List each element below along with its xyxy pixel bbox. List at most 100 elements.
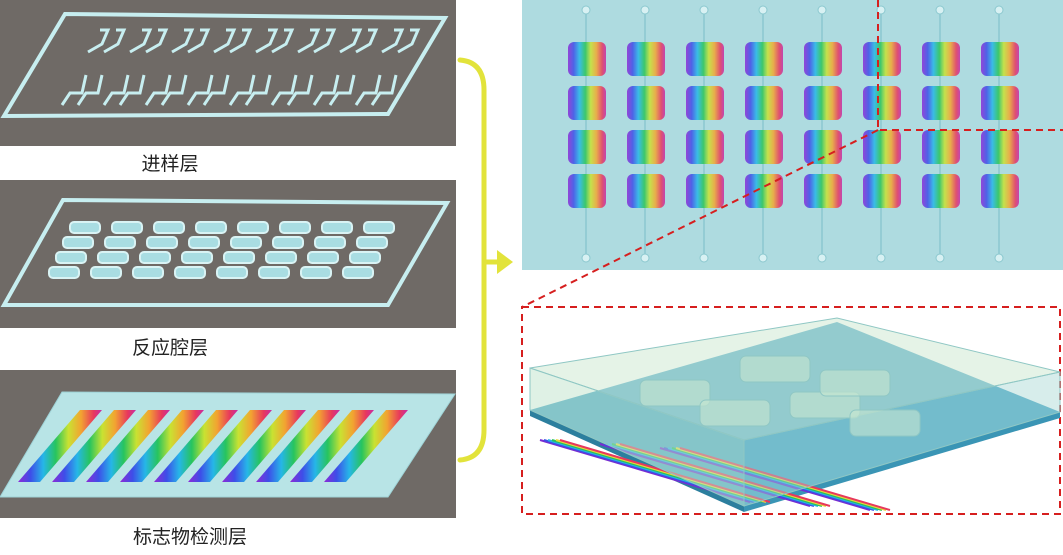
outlet-port <box>758 253 768 263</box>
sample-channel <box>339 28 363 54</box>
sample-channel <box>118 74 146 106</box>
reaction-chamber <box>321 221 353 234</box>
sample-channel <box>397 28 421 54</box>
reaction-chamber <box>258 266 290 279</box>
sample-channel <box>297 28 321 54</box>
outlet-port <box>994 253 1004 263</box>
top-chamber <box>686 174 724 208</box>
sample-channel <box>244 74 272 106</box>
outlet-port <box>699 253 709 263</box>
reaction-chamber <box>349 251 381 264</box>
sample-channel <box>229 28 253 54</box>
sample-channel <box>355 28 379 54</box>
reaction-chamber <box>300 266 332 279</box>
top-chamber <box>686 130 724 164</box>
reaction-chamber <box>279 221 311 234</box>
detection-stripe <box>18 410 102 482</box>
reaction-chamber <box>139 251 171 264</box>
reaction-chamber <box>272 236 304 249</box>
sample-channel <box>255 28 279 54</box>
sample-layer-label: 进样层 <box>141 153 199 175</box>
merge-bracket <box>457 57 503 463</box>
top-chamber <box>922 174 960 208</box>
detection-stripe <box>120 410 204 482</box>
top-chamber <box>686 86 724 120</box>
zoom-chamber <box>849 409 921 437</box>
sample-channel <box>313 28 337 54</box>
sample-channel <box>286 74 314 106</box>
reaction-chamber <box>62 236 94 249</box>
top-chamber <box>568 130 606 164</box>
sample-channel <box>160 74 188 106</box>
zoom-chamber <box>699 399 771 427</box>
reaction-chamber <box>146 236 178 249</box>
reaction-chamber <box>265 251 297 264</box>
reaction-chamber <box>104 236 136 249</box>
detection-stripe <box>290 410 374 482</box>
detection-stripe <box>256 410 340 482</box>
zoomed-3d-view <box>529 317 1061 512</box>
detection-stripe <box>52 410 136 482</box>
detection-stripe <box>154 410 238 482</box>
top-chamber <box>627 130 665 164</box>
sample-layer-panel <box>0 0 456 146</box>
sample-channel <box>354 74 382 106</box>
top-chamber <box>745 174 783 208</box>
sample-channel <box>129 28 153 54</box>
outlet-port <box>817 253 827 263</box>
top-chamber <box>981 42 1019 76</box>
reaction-chamber <box>55 251 87 264</box>
sample-channel <box>145 28 169 54</box>
reaction-chamber <box>307 251 339 264</box>
top-chamber <box>863 130 901 164</box>
assembled-chip-top-view <box>522 0 1063 270</box>
sample-channel <box>144 74 172 106</box>
inlet-port <box>699 5 709 15</box>
top-chamber <box>922 42 960 76</box>
reaction-chamber <box>132 266 164 279</box>
sample-channel <box>270 74 298 106</box>
reaction-chamber <box>237 221 269 234</box>
sample-channel <box>381 28 405 54</box>
inlet-port <box>817 5 827 15</box>
outlet-port <box>640 253 650 263</box>
top-chamber <box>568 42 606 76</box>
reaction-chamber <box>356 236 388 249</box>
inlet-port <box>640 5 650 15</box>
reaction-chamber <box>181 251 213 264</box>
inlet-port <box>581 5 591 15</box>
sample-channel <box>228 74 256 106</box>
outlet-port <box>935 253 945 263</box>
zoom-chamber <box>739 355 811 383</box>
sample-channel <box>202 74 230 106</box>
sample-channel <box>76 74 104 106</box>
sample-channel <box>186 74 214 106</box>
sample-channel <box>103 28 127 54</box>
arrow-icon <box>497 250 513 274</box>
reaction-chamber <box>48 266 80 279</box>
top-chamber <box>745 86 783 120</box>
reaction-chamber <box>223 251 255 264</box>
detection-stripe <box>222 410 306 482</box>
outlet-port <box>876 253 886 263</box>
detection-layer-label: 标志物检测层 <box>132 526 247 548</box>
reaction-chamber <box>69 221 101 234</box>
sample-channel <box>213 28 237 54</box>
reaction-chamber <box>97 251 129 264</box>
detection-stripe <box>324 410 408 482</box>
reaction-chamber <box>174 266 206 279</box>
reaction-chamber <box>314 236 346 249</box>
top-chamber <box>981 174 1019 208</box>
sample-channel <box>187 28 211 54</box>
detection-layer-chip <box>0 391 456 498</box>
reaction-chamber <box>153 221 185 234</box>
chamber-layer-chip <box>0 197 451 307</box>
reaction-chamber <box>111 221 143 234</box>
inlet-port <box>935 5 945 15</box>
top-chamber <box>568 86 606 120</box>
chamber-layer-label: 反应腔层 <box>131 337 208 359</box>
top-chamber <box>745 130 783 164</box>
reaction-chamber <box>195 221 227 234</box>
top-chamber <box>804 42 842 76</box>
